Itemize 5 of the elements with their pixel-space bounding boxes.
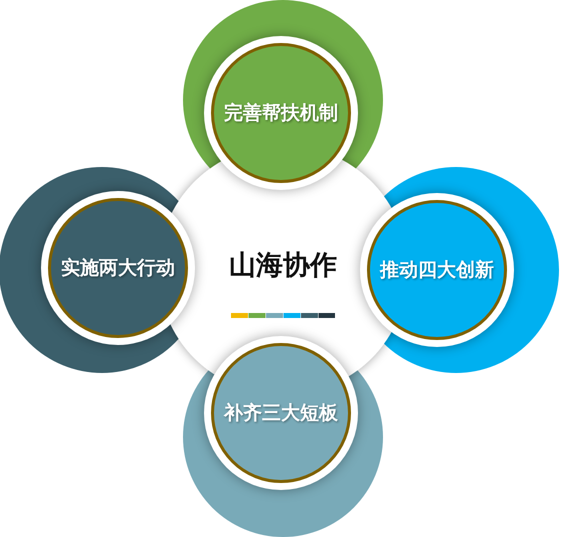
node-label: 完善帮扶机制 <box>224 101 338 126</box>
node-label: 补齐三大短板 <box>224 401 338 426</box>
node-label: 推动四大创新 <box>380 258 494 283</box>
node-label: 实施两大行动 <box>61 256 175 281</box>
title-text: 山海协作 <box>229 248 337 282</box>
